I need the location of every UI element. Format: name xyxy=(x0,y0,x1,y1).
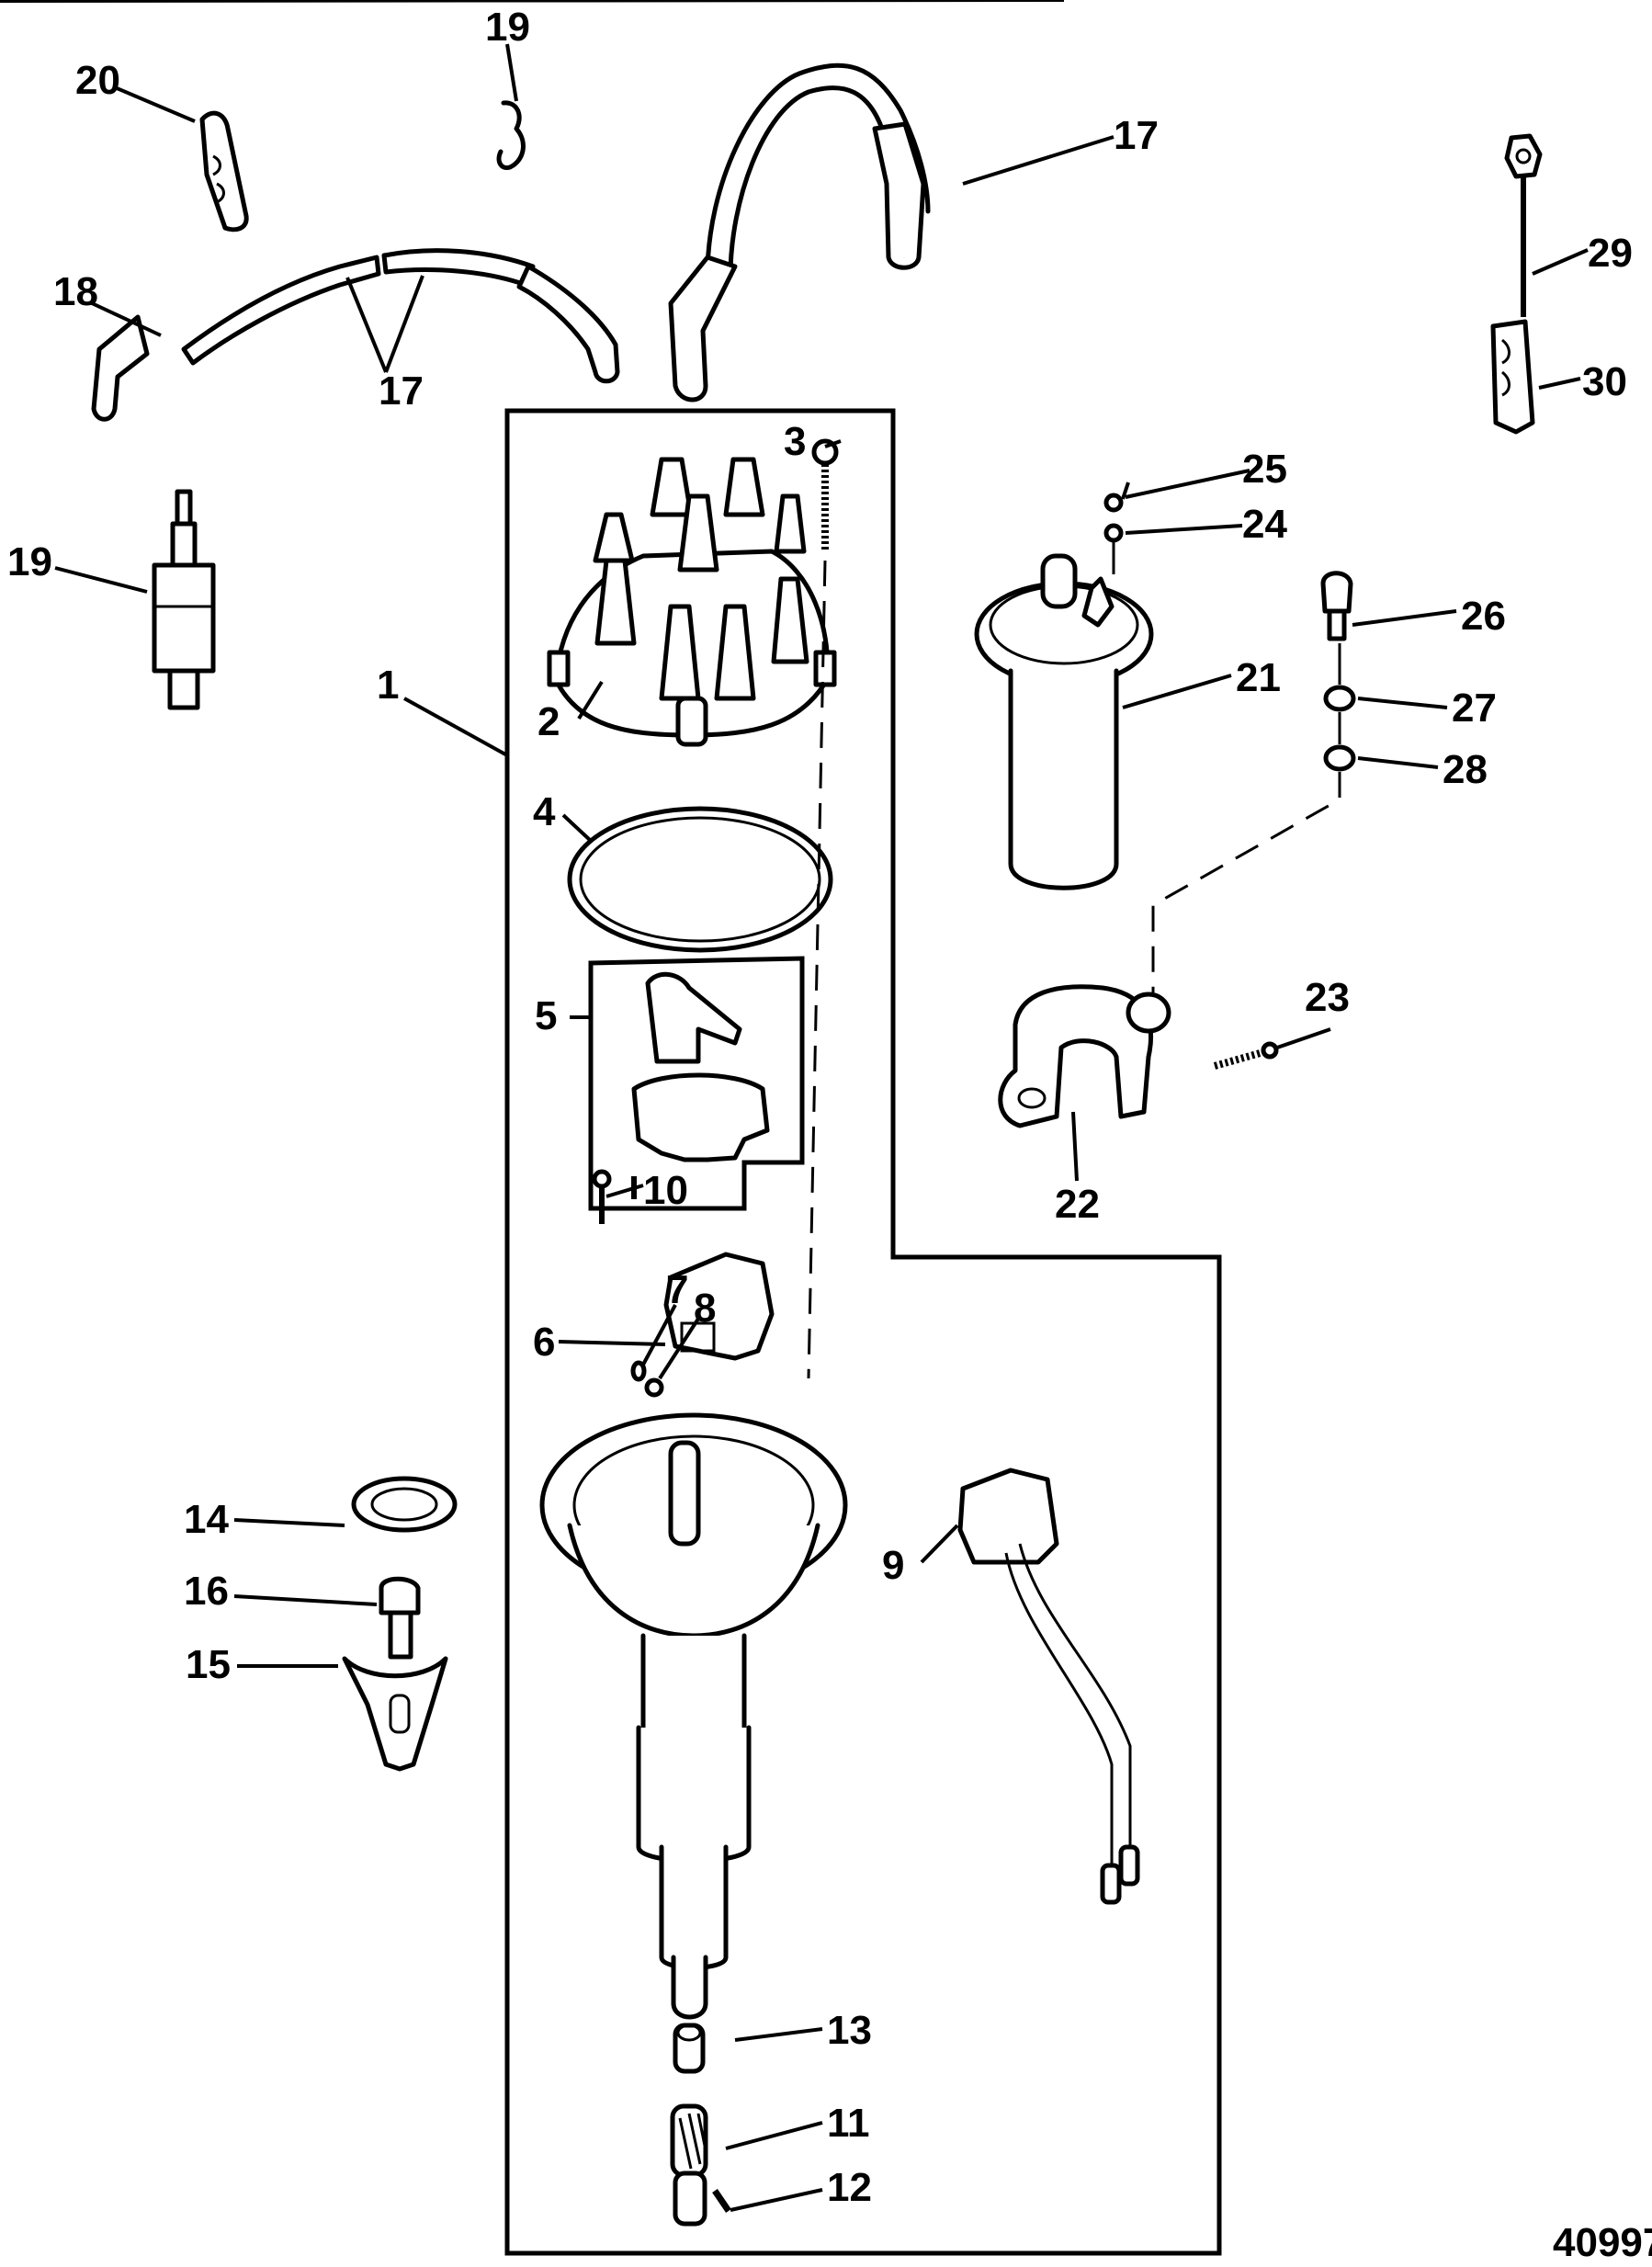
screw-3 xyxy=(811,438,839,551)
bushing-13 xyxy=(673,2023,706,2074)
callout-26: 25 xyxy=(1242,447,1287,492)
callout-29: 28 xyxy=(1443,747,1488,792)
washer-7 xyxy=(630,1360,647,1382)
figure-number: 40997 xyxy=(1553,2220,1652,2265)
callout-10: 10 xyxy=(643,1168,688,1213)
callout-24: 23 xyxy=(1305,975,1350,1020)
callout-4: 4 xyxy=(533,789,556,834)
callout-22: 21 xyxy=(1236,655,1281,700)
callout-27: 26 xyxy=(1461,594,1506,639)
ignition-coil-22 xyxy=(974,553,1154,890)
callout-14: 14 xyxy=(184,1497,229,1542)
callout-8: 8 xyxy=(694,1286,716,1331)
drive-gear-11 xyxy=(670,2103,708,2227)
lock-washer-28 xyxy=(1323,685,1356,712)
callout-16: 16 xyxy=(184,1569,229,1614)
callout-18: 18 xyxy=(53,269,98,314)
callout-31: 30 xyxy=(1582,359,1627,404)
washer-14 xyxy=(351,1476,458,1533)
callout-15: 15 xyxy=(186,1642,231,1687)
callout-20: 19 xyxy=(485,5,530,50)
assembly-boundary xyxy=(504,408,1222,2256)
gasket-4 xyxy=(567,806,833,953)
wire-clip-21 xyxy=(199,110,249,232)
leader-lines xyxy=(0,0,1589,2212)
callout-19: 19 xyxy=(7,539,52,584)
ground-strap-30 xyxy=(1504,133,1543,317)
washer-29 xyxy=(1323,744,1356,772)
bolt-16 xyxy=(379,1576,421,1660)
spark-plug-19 xyxy=(152,489,216,710)
callout-13: 13 xyxy=(827,2008,872,2053)
assembly-line-3 xyxy=(807,560,827,1379)
distributor-cap-2 xyxy=(547,457,837,747)
nut-8 xyxy=(644,1377,664,1398)
screw-10 xyxy=(592,1169,612,1224)
screw-24 xyxy=(1213,1041,1279,1070)
callout-labels: 20 19 17 18 17 29 30 19 3 1 2 4 5 10 6 7… xyxy=(7,5,1652,2265)
callout-2: 2 xyxy=(537,699,560,744)
callout-23: 22 xyxy=(1055,1182,1100,1227)
callout-6: 6 xyxy=(533,1320,555,1365)
roll-pin-12 xyxy=(712,2189,731,2213)
clamp-15 xyxy=(342,1656,448,1772)
callout-7: 7 xyxy=(666,1267,688,1312)
spark-plug-wire-arch xyxy=(668,62,931,402)
clip-31 xyxy=(1490,319,1535,435)
callout-17-top: 17 xyxy=(1114,113,1159,158)
callout-30: 29 xyxy=(1588,231,1633,276)
callout-28: 27 xyxy=(1452,686,1497,731)
assembly-line-coil xyxy=(1151,772,1341,992)
wire-clip-20 xyxy=(496,100,526,171)
callout-12: 12 xyxy=(827,2165,872,2210)
coil-bracket-23 xyxy=(998,984,1171,1128)
callout-11: 11 xyxy=(827,2101,870,2146)
callout-25: 24 xyxy=(1242,502,1287,547)
pickup-9 xyxy=(957,1468,1140,1905)
callout-21: 20 xyxy=(75,58,120,103)
callout-5: 5 xyxy=(535,993,557,1038)
spark-plug-wire-long xyxy=(91,248,620,422)
callout-1: 1 xyxy=(377,663,399,708)
callout-9: 9 xyxy=(882,1543,904,1588)
nut-26 xyxy=(1103,493,1124,513)
rotor-kit-5 xyxy=(588,956,805,1211)
distributor-housing xyxy=(539,1412,848,2020)
bolt-27 xyxy=(1320,571,1353,641)
callout-3: 3 xyxy=(784,419,806,464)
nut-25 xyxy=(1103,523,1124,543)
callout-17-bottom: 17 xyxy=(379,368,424,414)
